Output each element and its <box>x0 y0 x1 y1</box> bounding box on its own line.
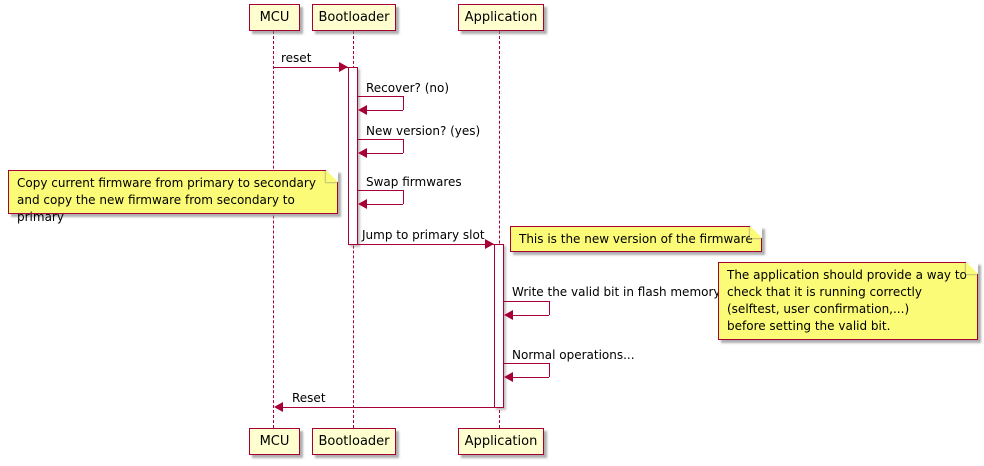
message-jump-label: Jump to primary slot <box>362 228 485 242</box>
arrowhead-left-icon <box>358 105 367 115</box>
message-reset-back-label: Reset <box>292 391 326 405</box>
lifeline-application <box>499 31 500 428</box>
note-valid-bit: The application should provide a way to … <box>718 262 978 340</box>
arrowhead-left-icon <box>274 402 283 412</box>
arrowhead-right-icon <box>339 62 348 72</box>
participant-mcu-top: MCU <box>249 4 300 31</box>
message-swap-line <box>358 190 403 191</box>
activation-bar-application <box>494 244 504 408</box>
participant-bootloader-bottom: Bootloader <box>312 428 396 455</box>
message-recover-line <box>367 110 403 111</box>
message-recover-label: Recover? (no) <box>366 81 450 95</box>
message-jump-line <box>358 244 494 245</box>
message-new-version-line <box>403 139 404 153</box>
note-copy-firmware: Copy current firmware from primary to se… <box>8 170 338 224</box>
message-recover-line <box>358 96 403 97</box>
message-new-version-line <box>367 153 403 154</box>
participant-application-top: Application <box>458 4 544 31</box>
message-swap-label: Swap firmwares <box>366 175 462 189</box>
arrowhead-right-icon <box>485 239 494 249</box>
message-new-version-line <box>358 139 403 140</box>
participant-application-bottom: Application <box>458 428 544 455</box>
message-reset-back-line <box>283 407 494 408</box>
message-new-version-label: New version? (yes) <box>366 124 481 138</box>
message-swap-line <box>367 204 403 205</box>
message-recover-line <box>403 96 404 110</box>
message-normal-ops-label: Normal operations... <box>512 348 635 362</box>
arrowhead-left-icon <box>504 372 513 382</box>
message-write-valid-line <box>513 315 549 316</box>
arrowhead-left-icon <box>504 310 513 320</box>
message-write-valid-label: Write the valid bit in flash memory <box>512 285 721 299</box>
message-reset-label: reset <box>281 51 312 65</box>
activation-bar-bootloader <box>348 67 358 245</box>
message-normal-ops-line <box>513 377 549 378</box>
note-new-firmware: This is the new version of the firmware <box>510 226 762 252</box>
arrowhead-left-icon <box>358 148 367 158</box>
message-reset-line <box>274 67 348 68</box>
participant-mcu-bottom: MCU <box>249 428 300 455</box>
message-write-valid-line <box>549 301 550 315</box>
message-swap-line <box>403 190 404 204</box>
participant-bootloader-top: Bootloader <box>312 4 396 31</box>
lifeline-mcu <box>273 31 274 428</box>
message-normal-ops-line <box>504 363 549 364</box>
message-normal-ops-line <box>549 363 550 377</box>
message-write-valid-line <box>504 301 549 302</box>
arrowhead-left-icon <box>358 199 367 209</box>
